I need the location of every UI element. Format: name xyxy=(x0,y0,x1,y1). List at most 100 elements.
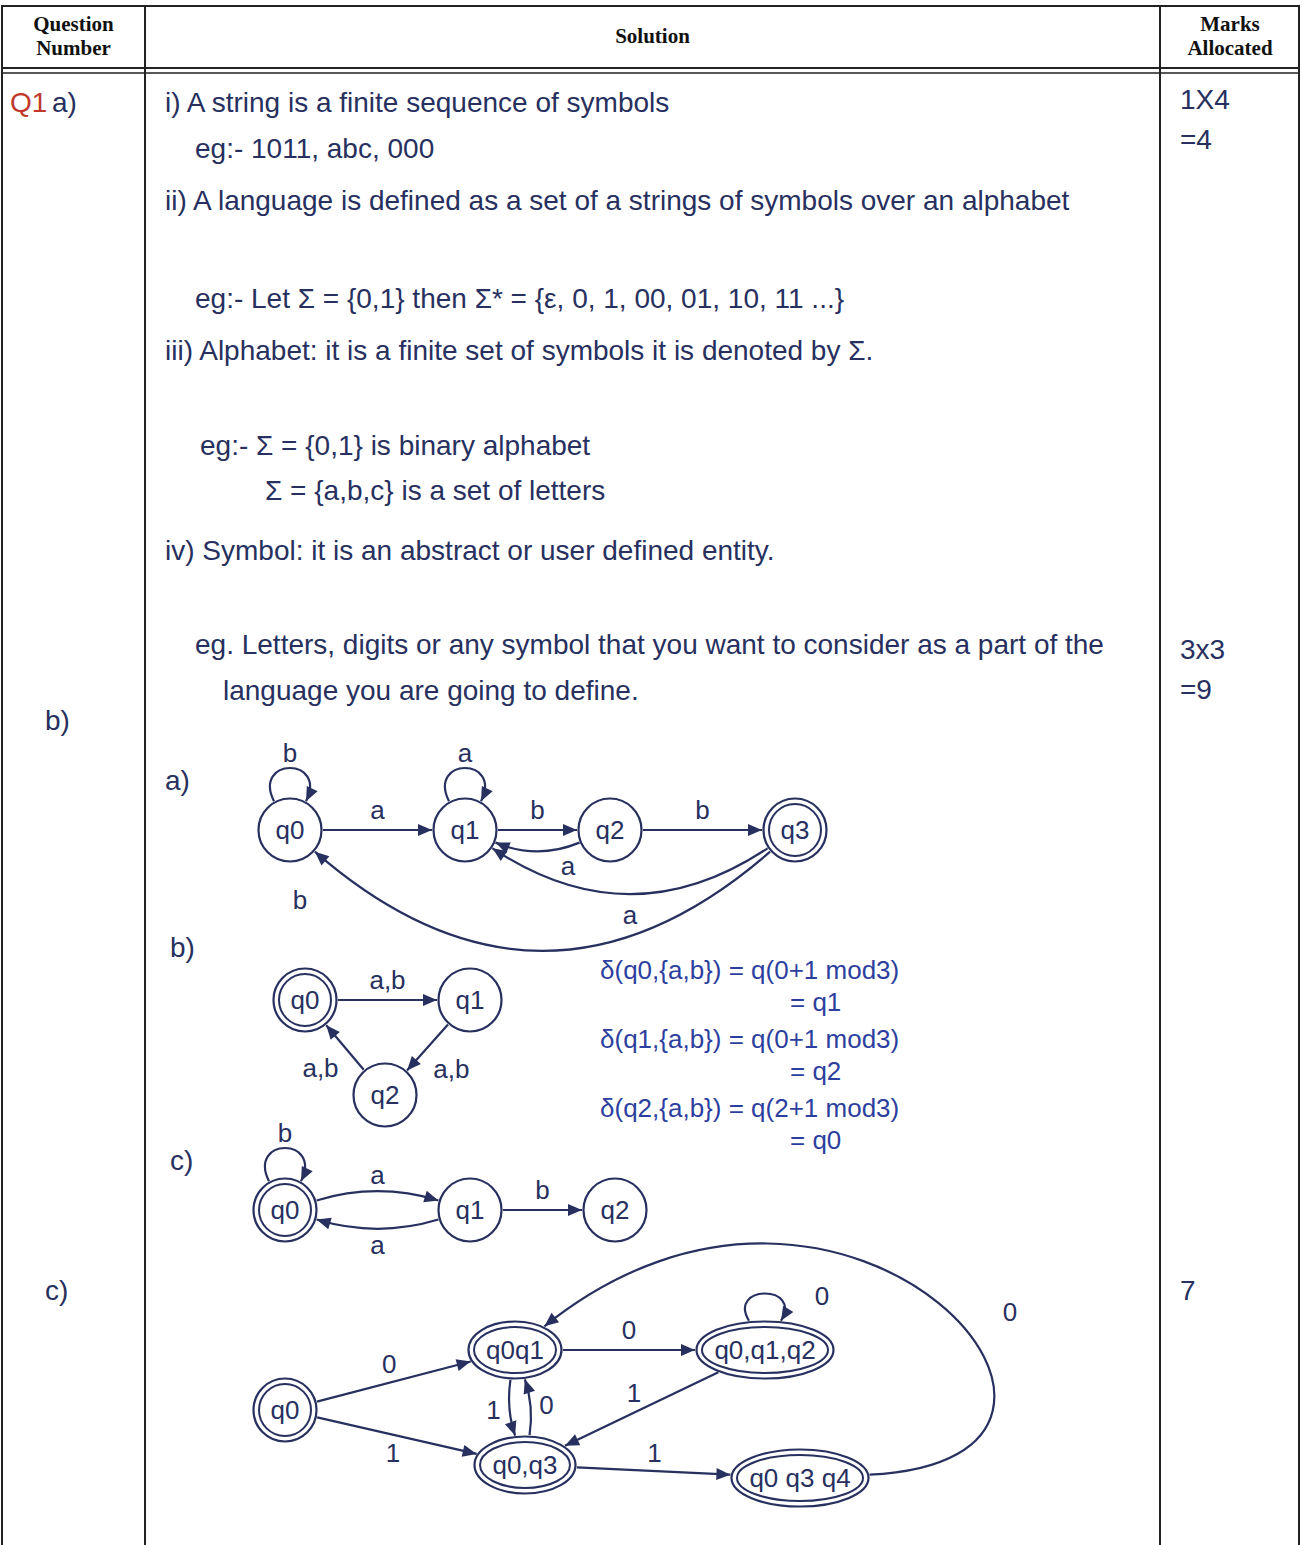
arrowhead xyxy=(418,824,432,836)
final-state: q0 xyxy=(252,1377,318,1443)
part-label-holder: b) xyxy=(170,925,195,971)
example-text: eg. Letters, digits or any symbol that y… xyxy=(195,629,1104,706)
part-label: a) xyxy=(165,765,190,796)
answer-text: i) A string is a finite sequence of symb… xyxy=(165,87,669,118)
final-state: q0 q3 q4 xyxy=(730,1448,870,1508)
transition-arrow xyxy=(643,824,762,836)
edge-label: 0 xyxy=(537,1393,555,1417)
equation-holder: δ(q1,{a,b}) = q(0+1 mod3) xyxy=(600,1024,899,1054)
edge-label: a,b xyxy=(367,968,407,992)
transition-arrow xyxy=(505,1380,516,1436)
edge-label: 1 xyxy=(625,1381,643,1405)
transition-arrow xyxy=(544,1243,994,1474)
transition-arrow xyxy=(563,1344,695,1356)
edge-label: b xyxy=(693,798,711,822)
state-name: q2 xyxy=(601,1195,630,1225)
edge-label: 0 xyxy=(813,1284,831,1308)
state-name: q0 q3 q4 xyxy=(749,1463,850,1493)
arrowhead xyxy=(681,1344,695,1356)
transition-arrow xyxy=(323,824,432,836)
transition-arrow xyxy=(270,768,318,801)
answer-text: iii) Alphabet: it is a finite set of sym… xyxy=(165,335,873,366)
state-circle: q0 xyxy=(257,797,323,863)
edge-label: b xyxy=(276,1121,294,1145)
transition-arrow xyxy=(338,994,437,1006)
arrowhead xyxy=(462,1445,477,1457)
arrowhead xyxy=(456,1359,471,1371)
column-header: Question Number xyxy=(33,12,114,60)
column-header-holder: Question Number xyxy=(2,12,145,60)
edge-label: a xyxy=(368,1233,386,1257)
arrowhead xyxy=(423,1191,438,1202)
question-number-holder: a) xyxy=(52,80,77,126)
edge-label: 1 xyxy=(645,1441,663,1465)
question-number-holder: b) xyxy=(45,698,70,744)
marks-holder: 3x3 =9 xyxy=(1180,630,1260,710)
arrowhead xyxy=(407,1056,421,1070)
final-state: q0,q3 xyxy=(473,1435,577,1495)
example-text-holder: eg:- Σ = {0,1} is binary alphabet xyxy=(200,423,590,469)
marks: 3x3 =9 xyxy=(1180,634,1225,705)
column-header-holder: Marks Allocated xyxy=(1160,12,1300,60)
state-circle: q2 xyxy=(352,1062,418,1128)
transition-line xyxy=(317,1220,439,1229)
edge-label: a xyxy=(559,854,577,878)
answer-text-holder: i) A string is a finite sequence of symb… xyxy=(165,80,669,126)
equation-holder: = q1 xyxy=(790,987,841,1017)
state-name: q0,q1,q2 xyxy=(714,1335,815,1365)
transition-arrow xyxy=(445,768,493,801)
arrowhead xyxy=(481,786,493,801)
example-text-holder: Σ = {a,b,c} is a set of letters xyxy=(265,468,605,514)
final-state: q0,q1,q2 xyxy=(695,1320,835,1380)
final-state: q0 xyxy=(272,967,338,1033)
transition-line xyxy=(565,1372,718,1445)
transition-arrow xyxy=(265,1148,313,1181)
column-header: Solution xyxy=(615,24,690,48)
equation: = q1 xyxy=(790,987,841,1017)
part-label-holder: a) xyxy=(165,758,190,804)
example-text-holder: eg:- Let Σ = {0,1} then Σ* = {ε, 0, 1, 0… xyxy=(195,276,1155,322)
edge-label: a xyxy=(368,1163,386,1187)
state-name: q1 xyxy=(451,815,480,845)
transition-line xyxy=(338,999,437,1001)
final-state: q0 xyxy=(252,1177,318,1243)
arrowhead xyxy=(492,848,507,861)
question-number: a) xyxy=(52,87,77,118)
arrowhead xyxy=(306,786,318,801)
transition-arrow xyxy=(315,852,770,951)
transition-arrow xyxy=(577,1467,731,1480)
equation-holder: δ(q0,{a,b}) = q(0+1 mod3) xyxy=(600,955,899,985)
arrowhead xyxy=(326,1025,340,1040)
marks-holder: 7 xyxy=(1180,1268,1196,1314)
state-name: q1 xyxy=(456,985,485,1015)
transition-arrow xyxy=(317,1218,439,1229)
edge-label: a xyxy=(368,798,386,822)
equation: = q2 xyxy=(790,1056,841,1086)
transition-arrow xyxy=(498,824,577,836)
transition-line xyxy=(643,829,762,831)
column-header: Marks Allocated xyxy=(1187,12,1272,60)
edge-label: b xyxy=(281,741,299,765)
transition-arrow xyxy=(317,1191,439,1202)
answer-text-holder: ii) A language is defined as a set of a … xyxy=(165,178,1168,224)
edge-label: 1 xyxy=(484,1398,502,1422)
edge-label: a xyxy=(621,903,639,927)
transition-line xyxy=(317,1191,439,1200)
transition-arrow xyxy=(524,1379,535,1435)
equation-holder: δ(q2,{a,b}) = q(2+1 mod3) xyxy=(600,1093,899,1123)
equation: δ(q2,{a,b}) = q(2+1 mod3) xyxy=(600,1093,899,1123)
state-name: q0 xyxy=(271,1395,300,1425)
arrowhead xyxy=(301,1166,313,1181)
transition-line xyxy=(745,1293,785,1320)
transition-line xyxy=(265,1148,305,1181)
arrowhead xyxy=(568,1204,582,1216)
example-text: eg:- 1011, abc, 000 xyxy=(195,133,434,164)
question-number-holder: Q1 xyxy=(10,80,47,126)
state-circle: q2 xyxy=(577,797,643,863)
arrowhead xyxy=(563,824,577,836)
answer-text-holder: iv) Symbol: it is an abstract or user de… xyxy=(165,528,1168,574)
edge-label: 0 xyxy=(620,1318,638,1342)
